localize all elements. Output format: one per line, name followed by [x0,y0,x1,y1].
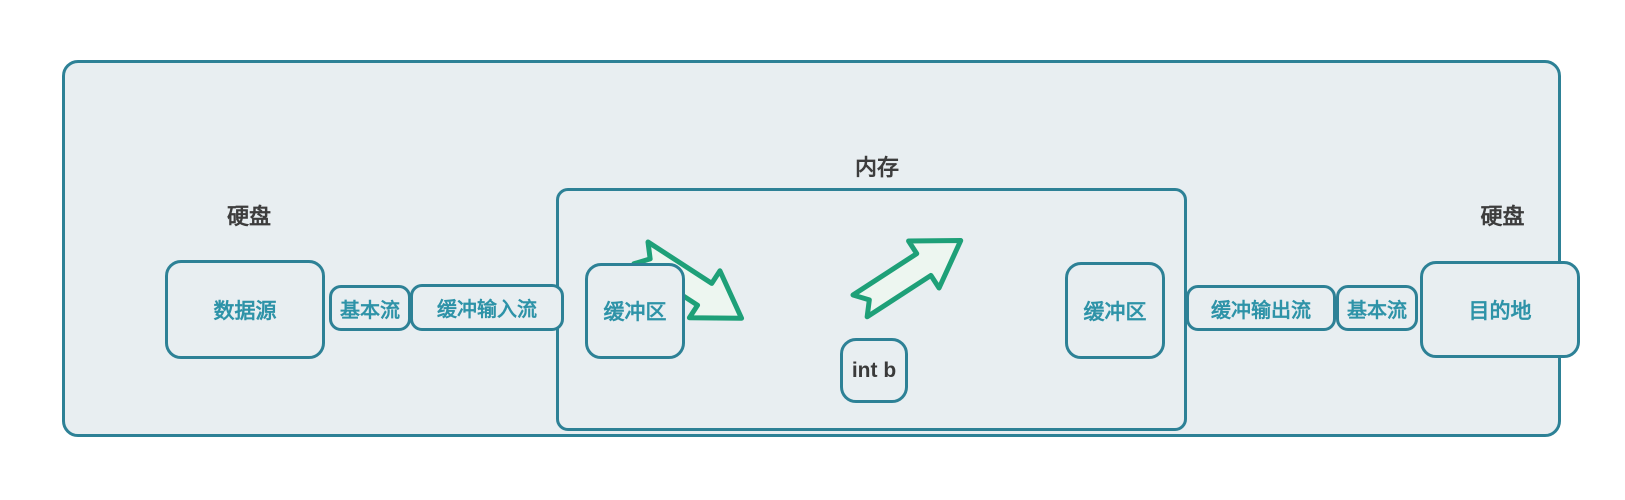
node-buffered-input-stream-label: 缓冲输入流 [437,299,537,321]
memory-label: 内存 [854,155,899,180]
node-data-source-label: 数据源 [213,299,277,323]
node-buffered-output-stream: 缓冲输出流 [1186,285,1336,331]
node-basic-stream-left-label: 基本流 [340,299,400,322]
node-destination: 目的地 [1420,261,1580,358]
disk-label-right: 硬盘 [1480,204,1525,229]
node-buffer-left: 缓冲区 [585,263,685,359]
node-data-source: 数据源 [165,260,325,359]
node-buffer-right-label: 缓冲区 [1083,300,1147,324]
outer-panel: 硬盘 内存 硬盘 数据源 基本流 缓冲输入流 缓冲区 int b 缓冲区 缓冲输… [62,60,1580,437]
node-buffered-input-stream: 缓冲输入流 [410,284,564,331]
node-basic-stream-right: 基本流 [1336,285,1418,331]
node-int-b: int b [840,338,908,403]
node-buffered-output-stream-label: 缓冲输出流 [1211,299,1311,322]
node-buffer-right: 缓冲区 [1065,262,1165,359]
node-destination-label: 目的地 [1468,299,1532,323]
node-basic-stream-right-label: 基本流 [1347,299,1407,322]
node-basic-stream-left: 基本流 [329,285,411,331]
disk-label-left: 硬盘 [226,204,271,229]
node-int-b-label: int b [851,358,897,382]
node-buffer-left-label: 缓冲区 [603,301,667,324]
